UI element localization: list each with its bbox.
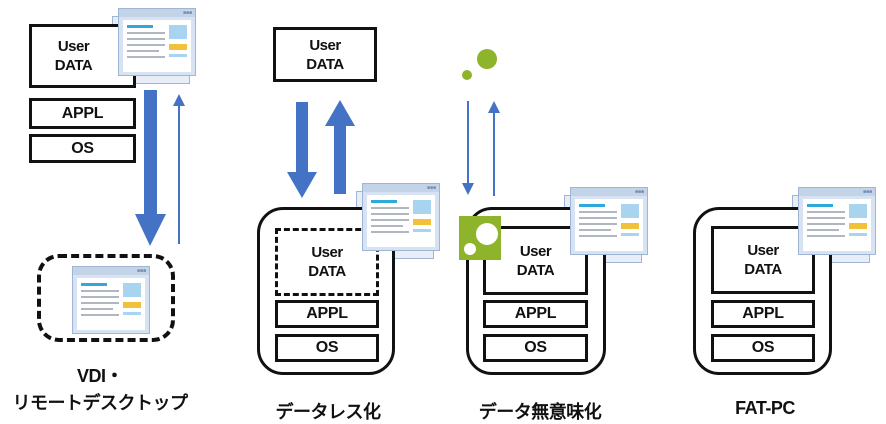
lime-circles-icon (462, 49, 497, 80)
meaningless-appl-box: APPL (483, 300, 588, 328)
dataless-caption: データレス化 (275, 402, 382, 422)
fatpc-os-box: OS (711, 334, 815, 362)
dataless-down-arrow (287, 102, 317, 198)
dataless-os-box: OS (275, 334, 379, 362)
vdi-up-arrow-thin (173, 94, 185, 244)
meaningless-caption: データ無意味化 (478, 402, 602, 422)
meaningless-os-box: OS (483, 334, 588, 362)
fatpc-appl-box: APPL (711, 300, 815, 328)
app-window-icon: ■■■ (66, 266, 150, 342)
vdi-caption: VDI・ リモートデスクトップ (12, 366, 189, 413)
app-window-icon: ■■■ (356, 183, 440, 259)
vdi-appl-box: APPL (29, 98, 136, 129)
vdi-down-arrow-thick (135, 90, 166, 246)
fatpc-caption: FAT-PC (735, 398, 795, 418)
meaningless-up-arrow (488, 101, 500, 196)
lime-square-icon (459, 216, 501, 260)
app-window-icon: ■■■ (112, 8, 196, 84)
app-window-icon: ■■■ (792, 187, 876, 263)
dataless-up-arrow (325, 100, 355, 194)
vdi-os-box: OS (29, 134, 136, 163)
fatpc-user-data-box: User DATA (711, 226, 815, 294)
app-window-icon: ■■■ (564, 187, 648, 263)
dataless-user-data-box: User DATA (273, 27, 377, 82)
dataless-appl-box: APPL (275, 300, 379, 328)
meaningless-down-arrow (462, 101, 474, 195)
dataless-user-data-dashed: User DATA (275, 228, 379, 296)
